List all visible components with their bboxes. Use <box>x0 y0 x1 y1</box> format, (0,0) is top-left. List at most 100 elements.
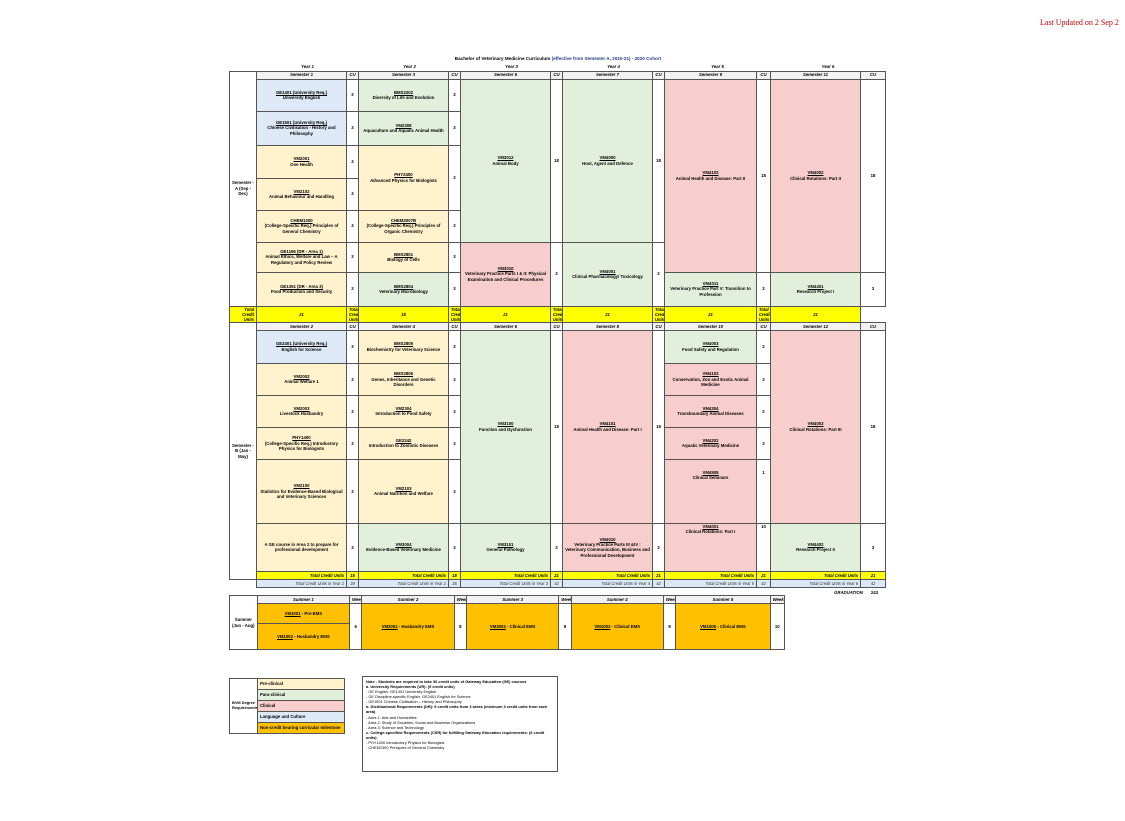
summer-label: Summer (Jun - Aug) <box>229 595 258 650</box>
course-cell: CHEM1300(College-Specific Req.) Principl… <box>256 209 347 243</box>
ems-weeks: 8 <box>662 603 677 650</box>
course-cu: 18 <box>756 78 771 273</box>
course-cell: PHY1400(College-Specific Req.) Introduct… <box>256 426 347 460</box>
year-label: Year 6 <box>821 63 835 69</box>
course-cell: GE2401 (University Req.)English for Scie… <box>256 329 347 364</box>
ems-weeks: 6 <box>349 603 363 650</box>
course-cu: 3 <box>448 241 461 273</box>
course-cu: 3 <box>448 144 461 211</box>
course-cu: 3 <box>756 271 771 307</box>
course-cu: 3 <box>346 177 359 211</box>
course-cu: 18 <box>652 78 665 243</box>
course-cu: 3 <box>756 362 771 396</box>
semester-label: Semester 12 <box>770 321 861 331</box>
course-cu: 3 <box>652 522 665 572</box>
ems-cell: VM2002 - Husbandry EMS <box>361 603 455 650</box>
course-cu: 18 <box>550 78 563 243</box>
ems-cell: VM1005 - Clinical EMS <box>675 603 771 650</box>
course-cu: 3 <box>346 144 359 179</box>
course-cu: 18 <box>550 329 563 524</box>
ems-cell: VM1002 - Husbandry EMS <box>256 623 351 650</box>
course-cu: 3 <box>448 426 461 460</box>
course-cu: 3 <box>346 209 359 243</box>
year-label: Year 1 <box>301 63 314 69</box>
course-cu: 3 <box>860 271 886 307</box>
course-cu: 3 <box>448 110 461 146</box>
course-cu: 3 <box>346 241 359 273</box>
course-cu: 3 <box>346 458 359 524</box>
year-header-row: Year 1 Year 2 Year 3 Year 4 Year 5 Year … <box>230 62 886 71</box>
course-cu: 3 <box>448 329 461 364</box>
last-updated: Last Updated on 2 Sep 2 <box>1040 18 1119 27</box>
year-label: Year 4 <box>607 63 620 69</box>
course-cu: 3 <box>346 362 359 396</box>
semester-label: Semester 6 <box>460 321 551 331</box>
course-cu: 3 <box>346 522 359 572</box>
course-cu: 3 <box>346 329 359 364</box>
course-cu: 3 <box>756 426 771 460</box>
course-cu: 3 <box>550 522 563 572</box>
course-cu: 3 <box>448 362 461 396</box>
page-title: Bachelor of Veterinary Medicine Curricul… <box>454 56 662 61</box>
legend-table: BVM Degree Requirements Pre-clinical Par… <box>229 678 345 734</box>
course-cu: 3 <box>448 394 461 428</box>
ge-note: Note - Students are required to take 30 … <box>362 676 558 772</box>
course-cell: CHEM2007B(College-Specific Req.) Princip… <box>358 209 449 243</box>
semester-b-label: Semester - B (Jan - May) <box>229 321 257 580</box>
year-label: Year 2 <box>403 63 416 69</box>
semester-label: Semester 11 <box>770 70 861 80</box>
course-cu: 1 <box>756 458 771 524</box>
semester-label: Semester 9 <box>664 70 757 80</box>
course-cell: GE1196 (DR - Area 1)Animal Ethics, Welfa… <box>256 241 347 273</box>
course-cu: 2 <box>756 394 771 428</box>
course-cell: GE1351 (DR - Area 3)Food Production and … <box>256 271 347 307</box>
year-label: Year 5 <box>711 63 724 69</box>
course-cu: 3 <box>652 241 665 307</box>
course-cell: A GE course in Area 2 to prepare for pro… <box>256 522 347 572</box>
semester-label: Semester 10 <box>664 321 757 331</box>
course-cu: 3 <box>346 271 359 307</box>
semester-label: Semester 2 <box>256 321 347 331</box>
course-cu: 18 <box>860 329 886 524</box>
legend-item-preclinical: Pre-clinical <box>257 678 345 690</box>
semester-label: Semester 4 <box>358 321 449 331</box>
curriculum-table: Year 1 Year 2 Year 3 Year 4 Year 5 Year … <box>229 62 886 588</box>
legend-item-milestone: Non-credit bearing curricular milestone <box>257 722 345 734</box>
ems-weeks: 8 <box>558 603 572 650</box>
ems-cell: VM3003 - Clinical EMS <box>465 603 560 650</box>
summer-table: Summer (Jun - Aug) Summer 1Weeks Summer … <box>229 595 786 650</box>
ems-weeks: 10 <box>769 603 786 650</box>
course-cu: 3 <box>346 110 359 146</box>
course-cu: 18 <box>860 78 886 273</box>
